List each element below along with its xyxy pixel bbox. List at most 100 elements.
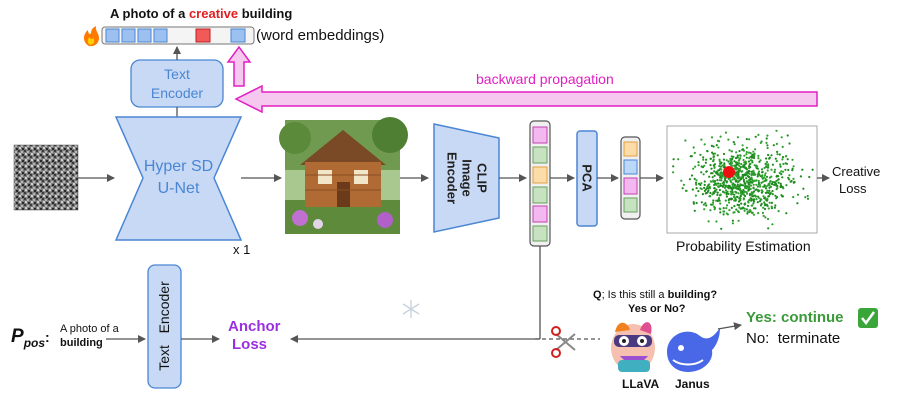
scatter-point — [806, 194, 809, 198]
scatter-point — [770, 154, 773, 157]
scatter-point — [708, 175, 711, 178]
scatter-point — [753, 179, 756, 182]
answer-no-label: No: — [746, 330, 770, 347]
scatter-point — [718, 188, 722, 192]
scatter-point — [713, 208, 716, 211]
scatter-point — [722, 164, 725, 167]
backward-propagation-label: backward propagation — [476, 71, 614, 87]
anchor-loss-line2: Loss — [232, 336, 268, 353]
scatter-point — [692, 146, 695, 149]
scatter-point — [781, 156, 785, 159]
scatter-point — [767, 184, 770, 187]
scatter-point — [751, 211, 754, 214]
scatter-point — [771, 223, 774, 226]
scatter-point — [758, 183, 762, 186]
scatter-point — [765, 199, 769, 202]
scatter-point — [747, 160, 751, 163]
scatter-point — [741, 144, 744, 147]
scatter-point — [743, 203, 746, 206]
scatter-point — [748, 167, 751, 170]
scatter-point — [760, 181, 763, 184]
scatter-point — [773, 168, 777, 171]
answer-no-action: terminate — [777, 330, 841, 347]
scatter-point — [717, 185, 720, 188]
scatter-point — [742, 178, 746, 181]
scatter-point — [776, 187, 779, 190]
scatter-point — [758, 160, 761, 163]
scatter-point — [749, 187, 752, 190]
scatter-point — [741, 170, 744, 173]
scatter-point — [707, 189, 710, 192]
prompt-subscript: pos — [23, 335, 46, 350]
scatter-point — [767, 227, 770, 230]
word-embedding-bar — [101, 26, 255, 45]
scatter-point — [776, 196, 779, 199]
noise-image — [13, 144, 79, 211]
scatter-point — [741, 184, 745, 187]
scatter-point — [672, 171, 675, 174]
scatter-point — [730, 206, 733, 209]
scatter-point — [791, 167, 794, 170]
scatter-point — [709, 157, 712, 160]
scatter-point — [737, 192, 740, 195]
scatter-point — [766, 134, 769, 137]
scatter-point — [695, 183, 698, 186]
scatter-point — [692, 202, 696, 205]
scatter-point — [773, 183, 776, 186]
scatter-point — [702, 173, 705, 176]
scatter-point — [739, 183, 742, 186]
scatter-point — [717, 182, 720, 185]
scatter-point — [731, 178, 734, 181]
scatter-point — [719, 202, 722, 205]
scatter-point — [781, 195, 784, 198]
clip-embedding-column — [529, 120, 551, 247]
scatter-point — [757, 190, 760, 193]
scatter-point — [766, 217, 770, 221]
scatter-point — [709, 180, 712, 183]
scatter-point — [718, 158, 721, 161]
word-embeddings-label: (word embeddings) — [256, 27, 385, 44]
query-point — [723, 166, 735, 178]
scatter-point — [736, 175, 739, 178]
scatter-point — [722, 183, 725, 186]
scatter-point — [697, 190, 700, 193]
scatter-point — [796, 202, 799, 205]
scatter-point — [724, 199, 727, 202]
scatter-point — [746, 210, 749, 213]
scatter-point — [799, 175, 803, 178]
scatter-point — [806, 197, 810, 200]
scatter-point — [722, 210, 725, 213]
scatter-point — [767, 153, 770, 157]
scatter-point — [768, 189, 771, 192]
scatter-point — [785, 184, 788, 187]
scatter-point — [744, 184, 747, 187]
scatter-point — [718, 199, 721, 202]
scatter-point — [781, 145, 784, 148]
scatter-point — [705, 204, 708, 207]
gradient-up-arrow — [226, 45, 252, 87]
scatter-point — [755, 183, 758, 186]
scatter-point — [710, 136, 714, 139]
scatter-point — [763, 197, 766, 200]
scatter-point — [738, 164, 741, 167]
scatter-point — [725, 195, 729, 198]
scatter-point — [774, 181, 777, 185]
scatter-point — [715, 183, 718, 186]
scatter-point — [762, 195, 765, 198]
scatter-point — [703, 180, 706, 183]
prompt-p: P — [11, 326, 24, 347]
scatter-point — [735, 208, 738, 211]
scatter-point — [743, 164, 746, 167]
scatter-point — [700, 138, 703, 141]
scatter-point — [727, 192, 730, 195]
scatter-point — [718, 164, 721, 168]
scatter-point — [717, 146, 720, 149]
answer-yes-action: continue — [781, 309, 844, 326]
scatter-point — [761, 174, 764, 177]
scatter-point — [723, 186, 727, 189]
scatter-point — [747, 186, 751, 189]
scatter-point — [743, 207, 746, 210]
scatter-point — [730, 198, 733, 201]
scatter-point — [701, 193, 705, 196]
